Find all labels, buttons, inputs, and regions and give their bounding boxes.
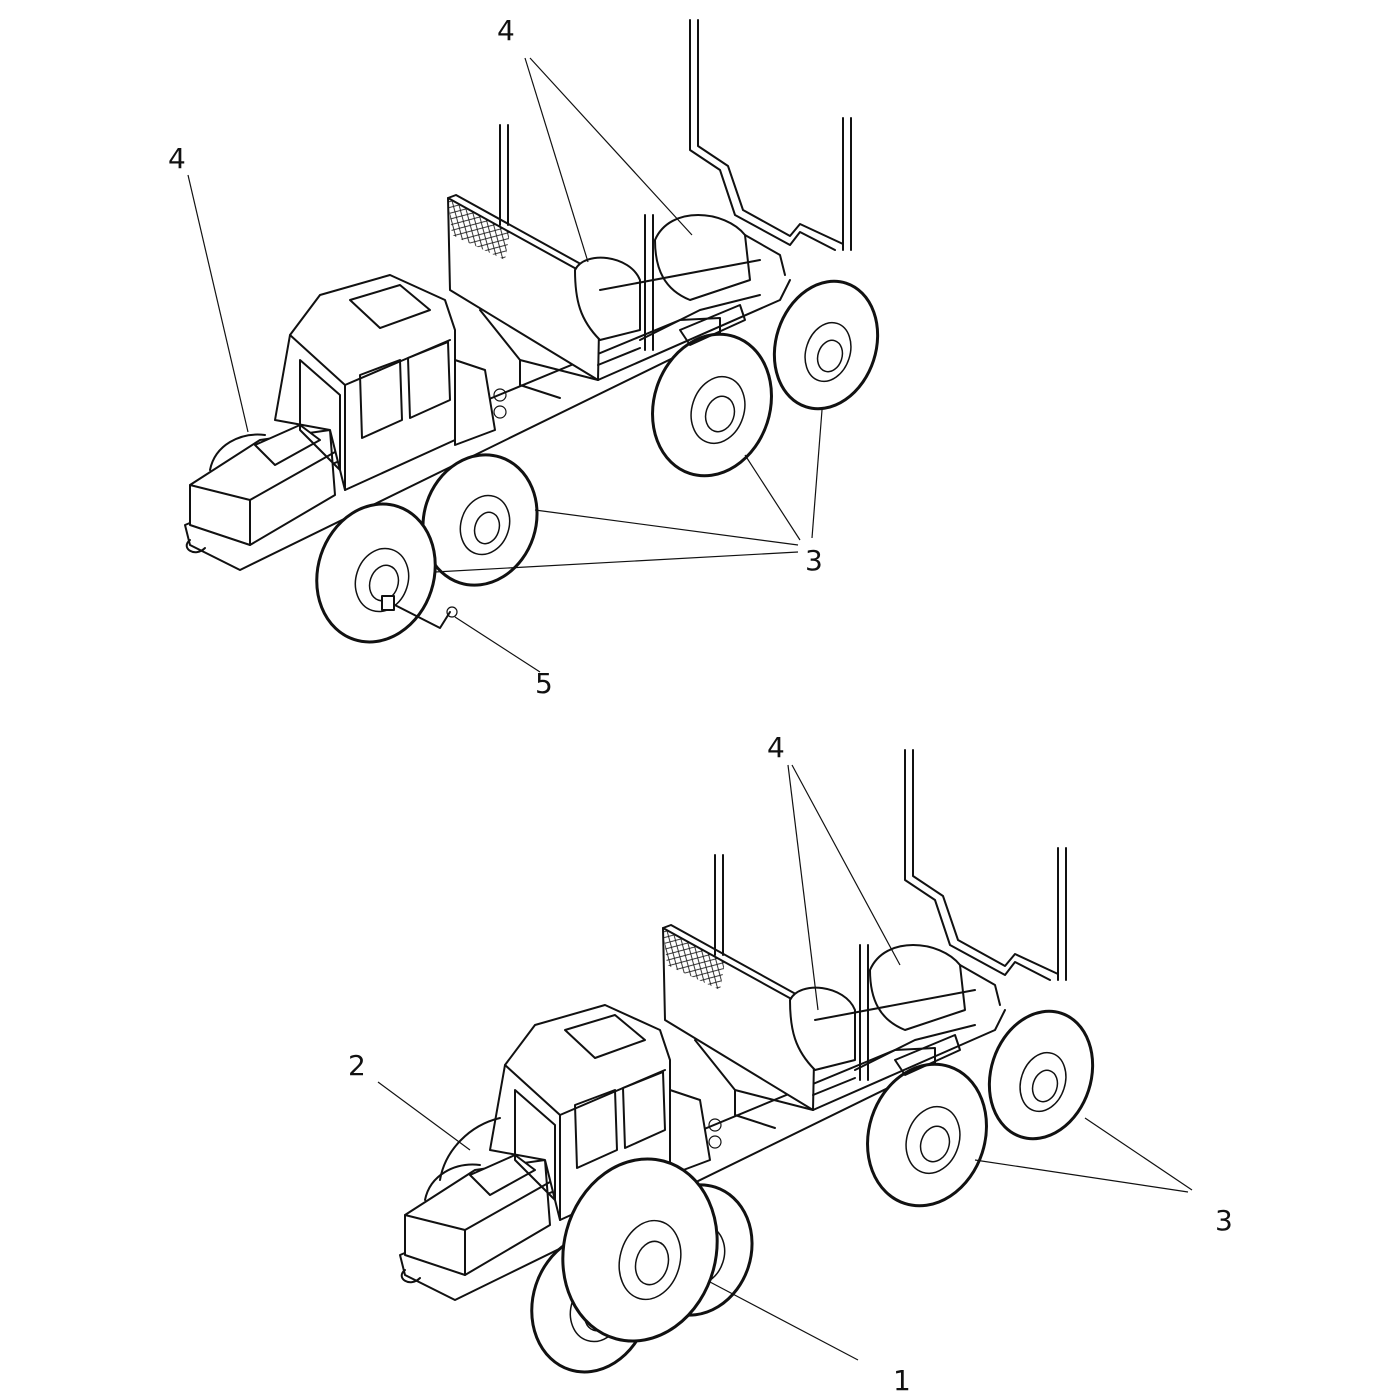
front-single-wheel: [561, 1157, 719, 1343]
callout-4-rack-top: 4: [497, 14, 515, 47]
grease-nipple: [446, 606, 458, 618]
callout-4-rack-bottom: 4: [767, 731, 785, 764]
forwarder-bottom: [398, 748, 1111, 1389]
callout-3-top: 3: [805, 544, 823, 577]
callout-2-bottom: 2: [348, 1049, 366, 1082]
leaders-bottom: [377, 764, 1193, 1361]
callout-5-top: 5: [535, 667, 553, 700]
grease-nipple-block: [381, 595, 395, 611]
grease-line: [384, 599, 451, 629]
callout-4-cab-top: 4: [168, 142, 186, 175]
callout-1-bottom: 1: [893, 1364, 911, 1397]
forwarder-top: [183, 18, 896, 659]
leaders-top: [187, 57, 823, 673]
callout-3-bottom: 3: [1215, 1204, 1233, 1237]
engine-side-dome: [439, 1117, 501, 1181]
